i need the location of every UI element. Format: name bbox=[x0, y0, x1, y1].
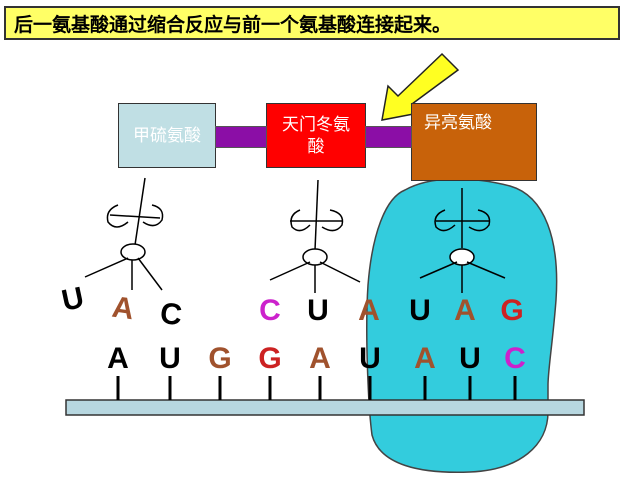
anticodon-base: U bbox=[307, 294, 329, 327]
mrna-base: U bbox=[159, 342, 181, 375]
trna-1 bbox=[84, 177, 164, 291]
trna-3 bbox=[419, 188, 506, 293]
caption-box: 后一氨基酸通过缩合反应与前一个氨基酸连接起来。 bbox=[4, 6, 620, 40]
anticodon-base: A bbox=[454, 294, 476, 327]
anticodon-base: C bbox=[259, 294, 281, 327]
amino-acid-met: 甲硫氨酸 bbox=[118, 103, 216, 168]
anticodon-base: U bbox=[409, 294, 431, 327]
mrna-base: U bbox=[359, 342, 381, 375]
mrna-strand bbox=[65, 399, 585, 416]
anticodon-base: G bbox=[500, 294, 524, 327]
mrna-base: A bbox=[414, 342, 436, 375]
mrna-base: A bbox=[309, 342, 331, 375]
arrow-icon bbox=[381, 52, 460, 121]
anticodon-base: C bbox=[158, 296, 184, 333]
peptide-bond-2 bbox=[365, 126, 412, 148]
mrna-ticks bbox=[116, 376, 517, 400]
mrna-base: A bbox=[107, 342, 129, 375]
ribosome-shape bbox=[366, 178, 558, 474]
anticodon-base: A bbox=[110, 290, 137, 327]
amino-acid-asp: 天门冬氨酸 bbox=[266, 103, 366, 168]
anticodon-base: A bbox=[358, 294, 380, 327]
mrna-base: U bbox=[459, 342, 481, 375]
mrna-base: C bbox=[504, 342, 526, 375]
mrna-base: G bbox=[208, 342, 232, 375]
trna-2 bbox=[269, 179, 361, 293]
amino-acid-ile: 异亮氨酸 bbox=[411, 103, 537, 181]
peptide-bond-1 bbox=[215, 126, 267, 148]
mrna-base: G bbox=[258, 342, 282, 375]
